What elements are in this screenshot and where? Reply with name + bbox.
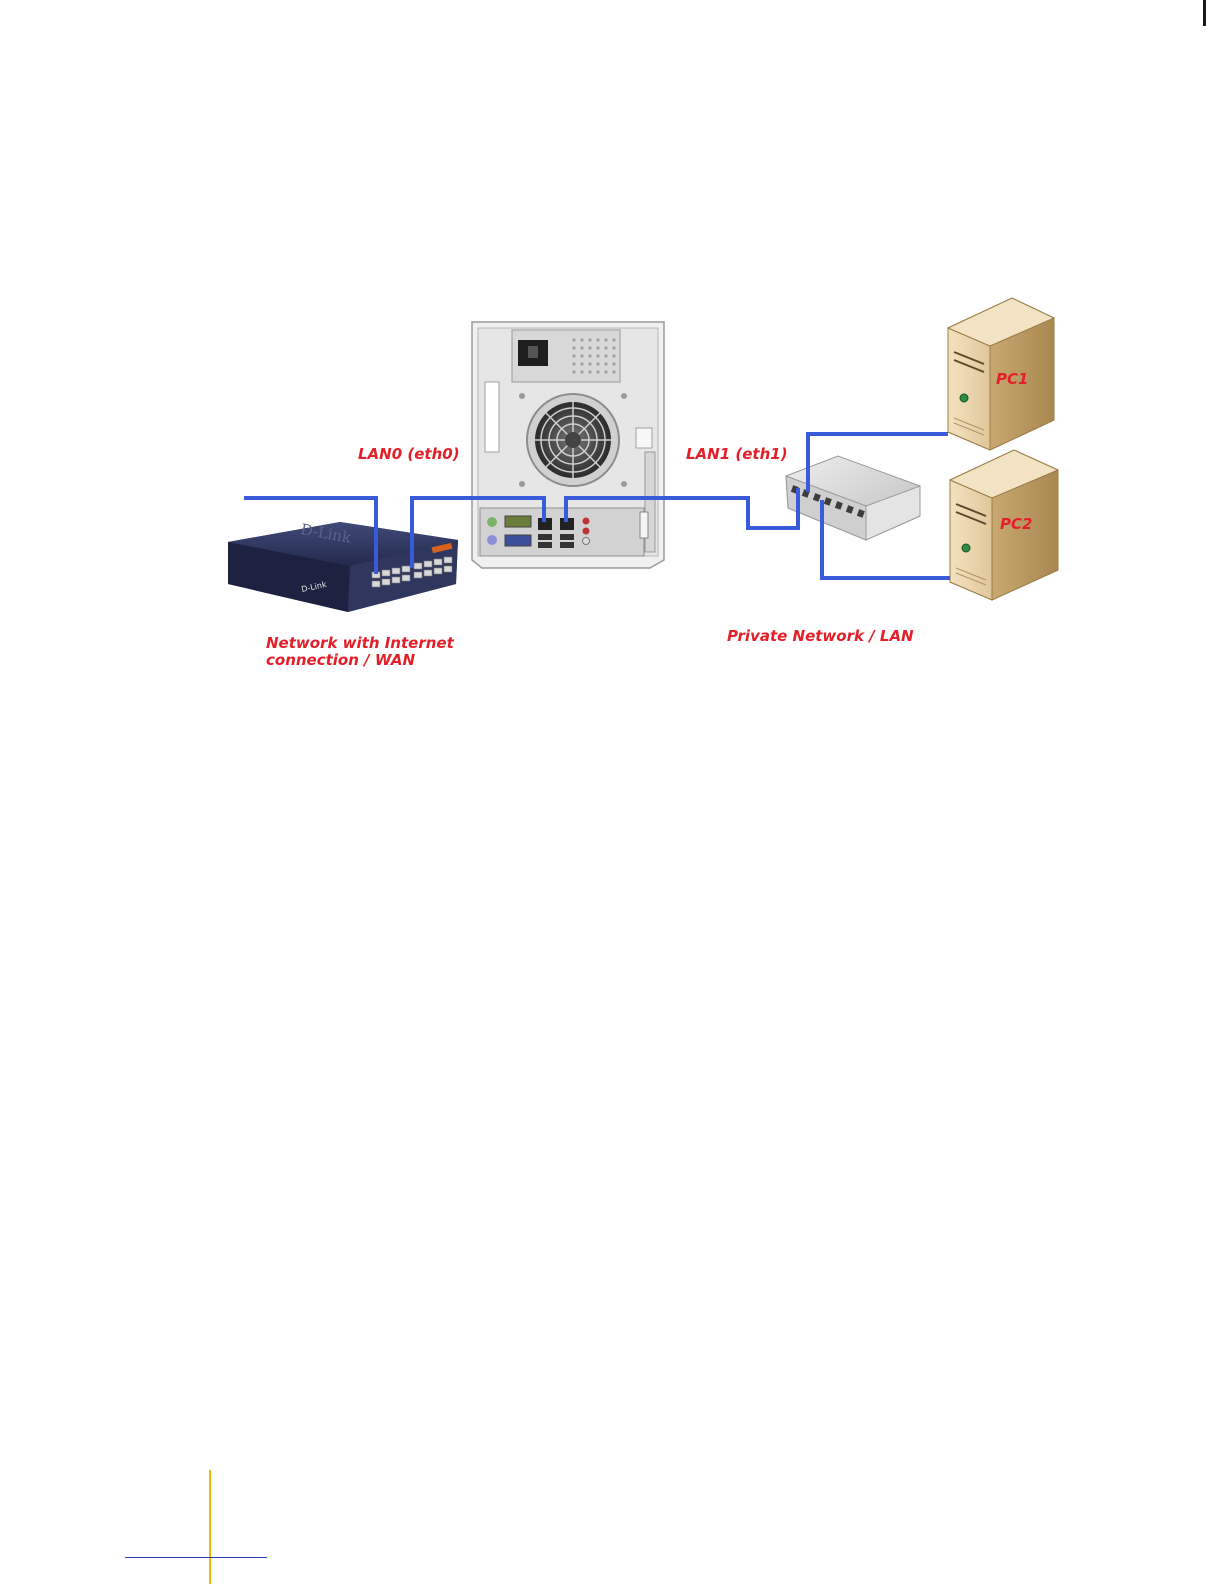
wan-switch: D-Link D-Link [228,520,458,612]
wan-label-line1: Network with Internet [266,634,455,652]
lan0-label: LAN0 (eth0) [358,445,460,463]
margin-accent-line [209,1470,211,1584]
wan-label-line2: connection / WAN [266,651,415,669]
server-rear-view [472,322,664,568]
pc2-label: PC2 [1000,515,1032,533]
io-panel [480,508,644,556]
private-lan-label: Private Network / LAN [727,627,914,645]
pc1-label: PC1 [996,370,1028,388]
footnote-rule [125,1557,267,1558]
lan1-label: LAN1 (eth1) [686,445,788,463]
